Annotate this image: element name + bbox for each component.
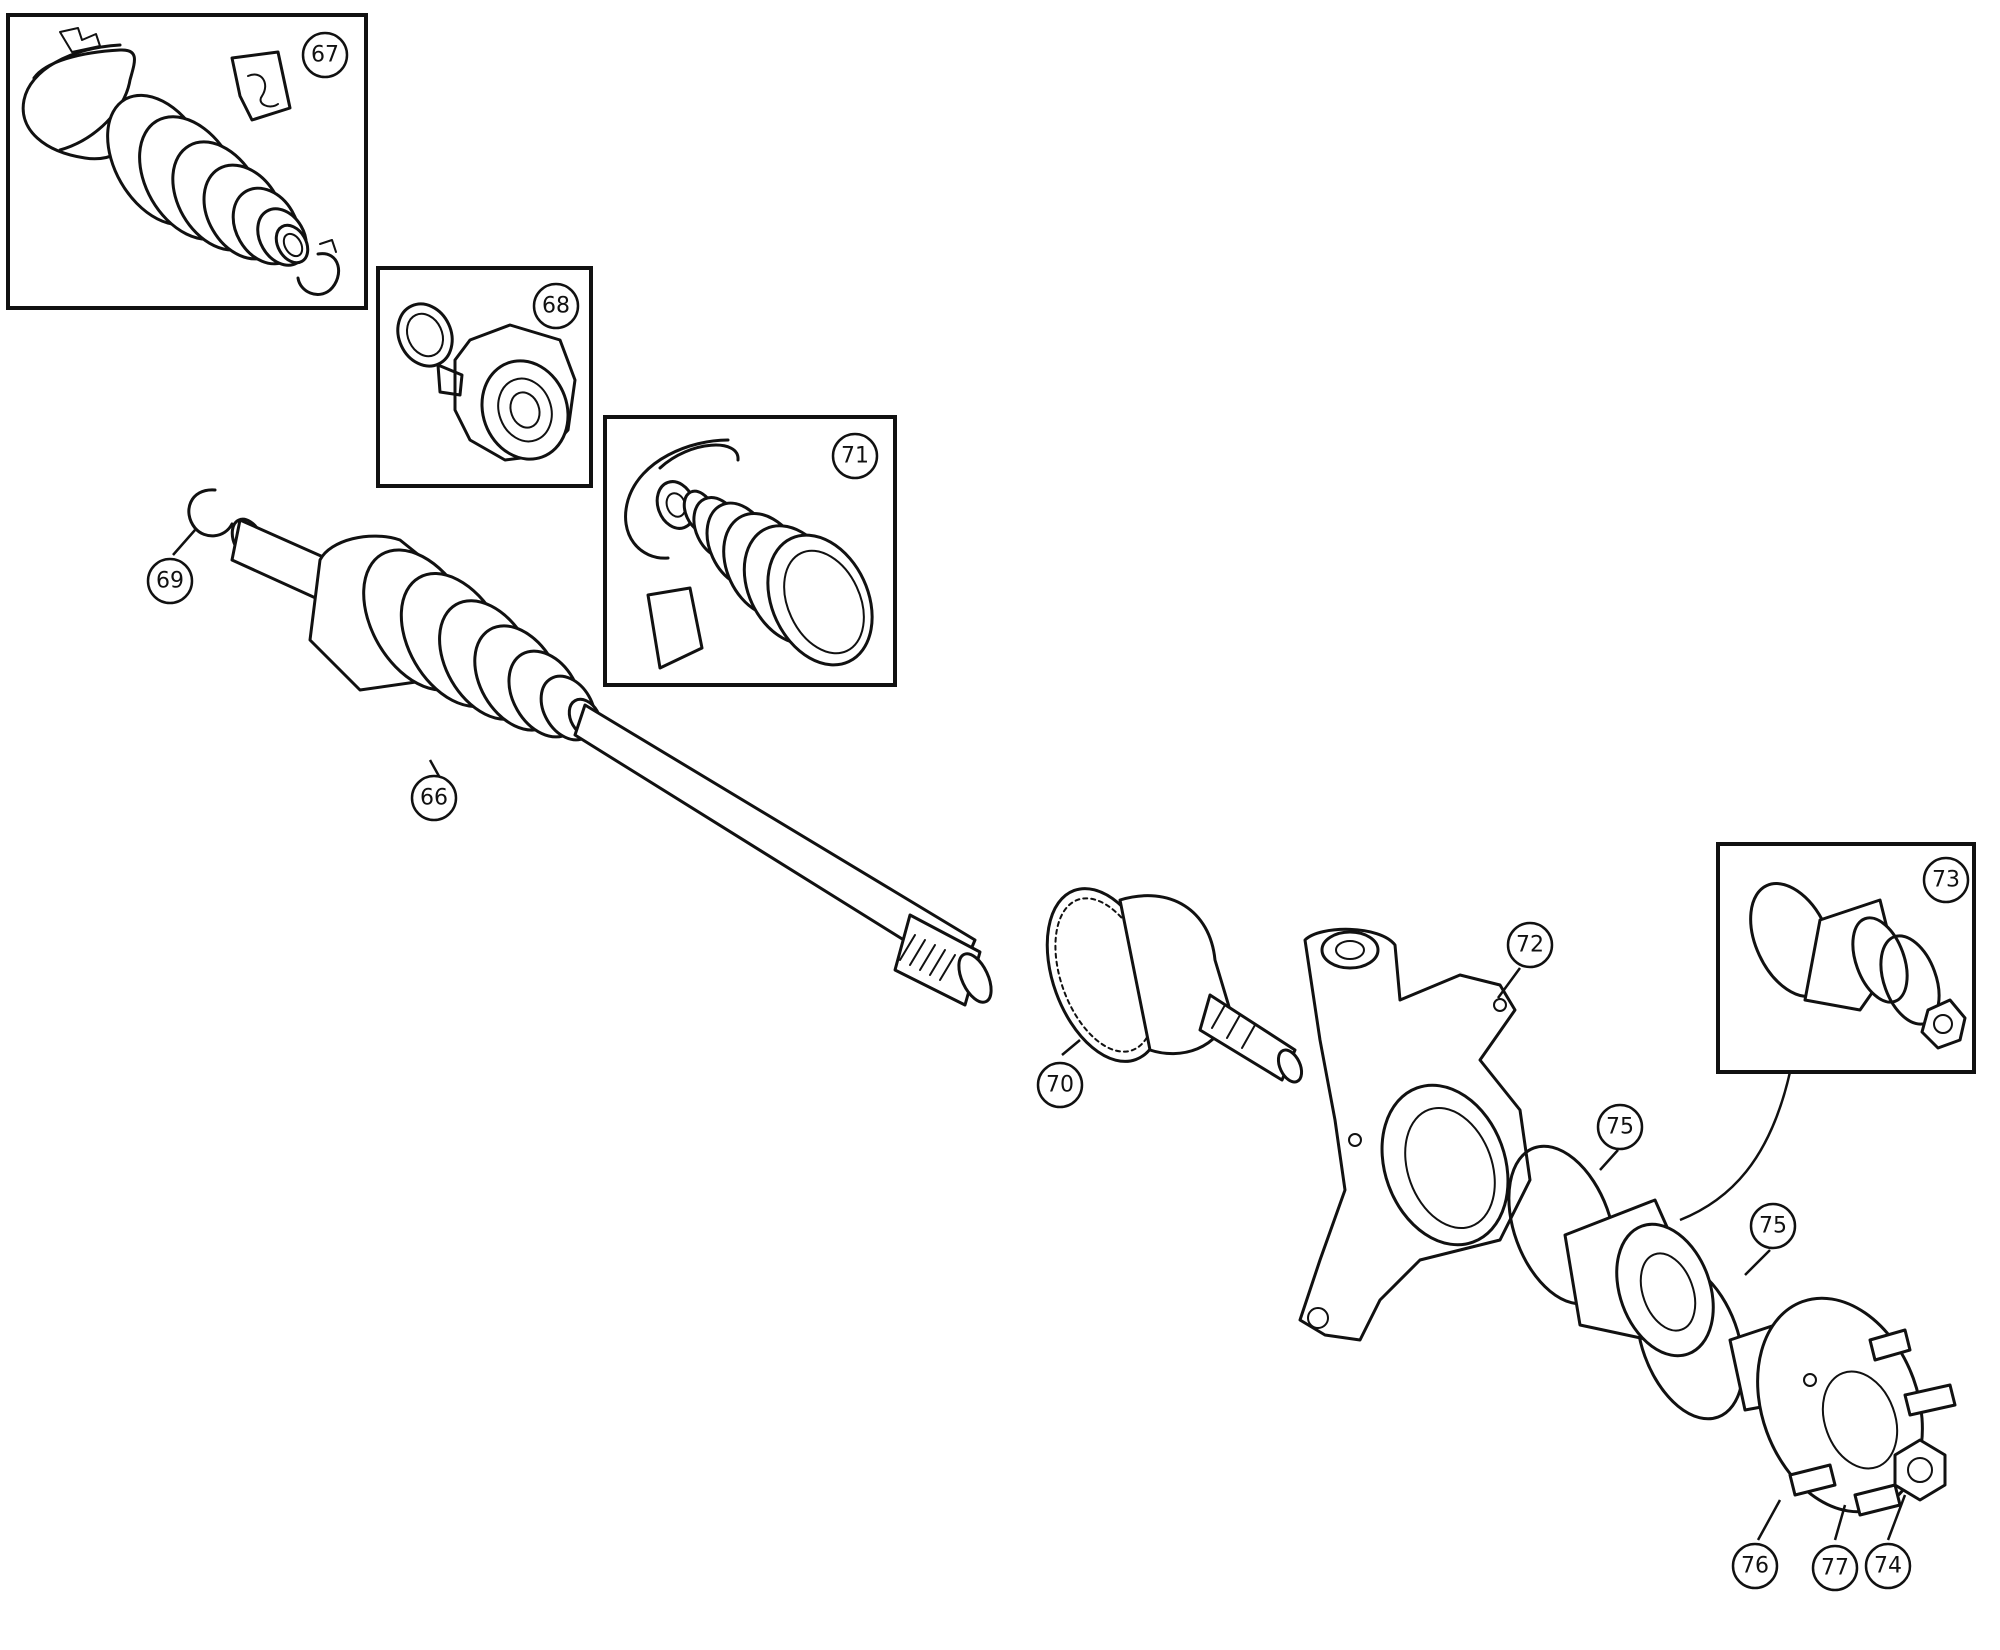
leader-75-b [1744, 1249, 1771, 1276]
callout-68: 68 [532, 282, 580, 330]
callout-69: 69 [146, 557, 194, 605]
svg-text:77: 77 [1821, 1556, 1849, 1581]
wheel-bearing [1563, 1198, 1715, 1358]
clamp-ring [624, 438, 730, 560]
wheel-studs-77 [1788, 1328, 1957, 1517]
outer-cv-joint-70 [1045, 887, 1304, 1084]
inset-73-bearing-kit [1716, 842, 1976, 1074]
callout-75-a: 75 [1596, 1103, 1644, 1151]
leader-66 [428, 759, 442, 779]
outer-boot-bellows [682, 489, 874, 667]
svg-text:75: 75 [1606, 1115, 1634, 1140]
inset-67-boot-kit [6, 13, 368, 310]
inset-box-67 [6, 13, 368, 310]
inset-box-71 [603, 415, 897, 687]
leader-72 [1496, 967, 1522, 999]
leader-77 [1833, 1504, 1847, 1541]
hub-nut-74 [1893, 1438, 1947, 1502]
tripod-ring [396, 302, 454, 368]
callout-67: 67 [301, 31, 349, 79]
grease-sachet [230, 50, 292, 122]
svg-text:76: 76 [1741, 1554, 1769, 1579]
svg-text:70: 70 [1046, 1073, 1074, 1098]
svg-text:74: 74 [1874, 1554, 1902, 1579]
boot-bellows [106, 93, 310, 267]
inset-68-inner-joint [376, 266, 593, 488]
svg-text:73: 73 [1932, 868, 1960, 893]
leader-76 [1756, 1499, 1782, 1541]
drive-shaft-66 [230, 517, 993, 1007]
svg-text:71: 71 [841, 444, 869, 469]
callout-74: 74 [1864, 1542, 1912, 1590]
callout-70: 70 [1036, 1061, 1084, 1109]
callout-75-b: 75 [1749, 1202, 1797, 1250]
callout-66: 66 [410, 774, 458, 822]
hub-carrier-72 [1298, 927, 1532, 1342]
callout-71: 71 [831, 432, 879, 480]
svg-text:68: 68 [542, 294, 570, 319]
svg-text:72: 72 [1516, 933, 1544, 958]
callout-73: 73 [1922, 856, 1970, 904]
svg-text:75: 75 [1759, 1214, 1787, 1239]
clip-ring-small [296, 252, 340, 296]
leader-74 [1886, 1494, 1907, 1541]
leader-73 [1679, 1071, 1792, 1222]
hub-nut [1920, 998, 1967, 1050]
callout-77: 77 [1811, 1544, 1859, 1592]
inset-box-73 [1716, 842, 1976, 1074]
leader-75-a [1599, 1149, 1619, 1171]
svg-text:69: 69 [156, 569, 184, 594]
circlip-69 [187, 488, 234, 538]
callout-72: 72 [1506, 921, 1554, 969]
svg-text:67: 67 [311, 43, 339, 68]
leader-70 [1061, 1039, 1081, 1056]
leader-69 [172, 529, 196, 556]
inset-box-68 [376, 266, 593, 488]
svg-text:66: 66 [420, 786, 448, 811]
inset-71-outer-boot-kit [603, 415, 897, 687]
grease-sachet-2 [646, 586, 704, 670]
callout-76: 76 [1731, 1542, 1779, 1590]
